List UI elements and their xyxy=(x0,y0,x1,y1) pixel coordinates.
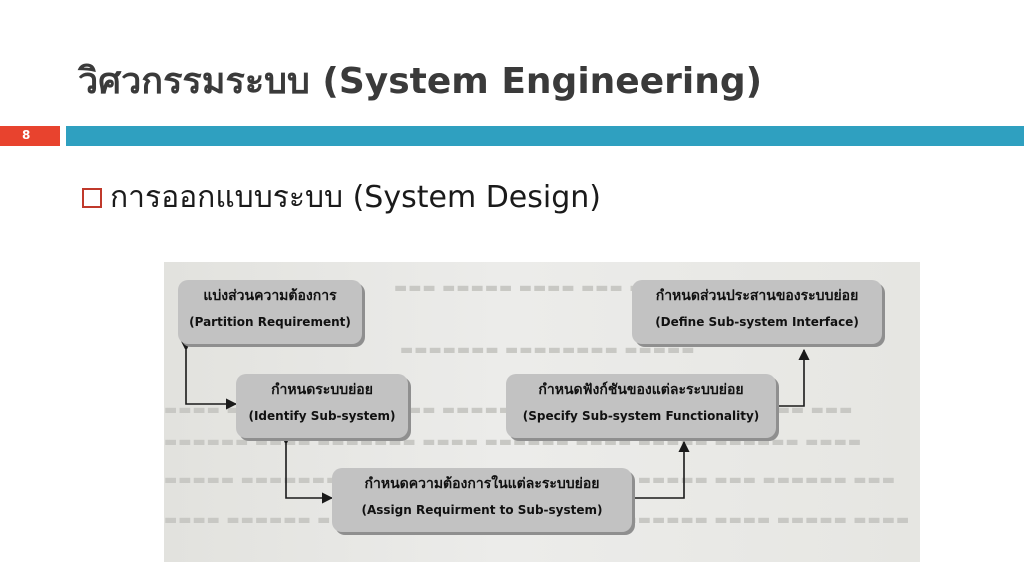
arrow-specify-define xyxy=(765,348,810,412)
node-assign-requirement: กำหนดความต้องการในแต่ละระบบย่อย (Assign … xyxy=(332,468,632,532)
node-english-label: (Identify Sub-system) xyxy=(248,409,396,423)
node-thai-label: กำหนดฟังก์ชันของแต่ละระบบย่อย xyxy=(538,382,744,398)
node-thai-label: กำหนดความต้องการในแต่ละระบบย่อย xyxy=(364,476,600,492)
bullet-item: การออกแบบระบบ (System Design) xyxy=(82,174,601,221)
system-design-diagram: ▬▬▬ ▬▬▬▬▬ ▬▬▬▬ ▬▬▬ ▬▬▬▬▬▬ ▬▬▬▬▬▬▬ ▬▬▬▬▬▬… xyxy=(164,262,920,562)
arrow-assign-specify xyxy=(621,440,690,504)
arrow-partition-identify xyxy=(180,339,238,410)
node-english-label: (Assign Requirment to Sub-system) xyxy=(361,503,603,517)
page-number-bar xyxy=(0,126,60,146)
scan-texture: ▬▬▬▬▬▬▬ ▬▬▬▬▬▬▬▬ ▬▬▬▬▬ xyxy=(400,342,696,358)
slide-title: วิศวกรรมระบบ (System Engineering) xyxy=(78,61,763,102)
node-english-label: (Define Sub-system Interface) xyxy=(655,315,859,329)
node-identify-subsystem: กำหนดระบบย่อย (Identify Sub-system) xyxy=(236,374,408,438)
node-define-interface: กำหนดส่วนประสานของระบบย่อย (Define Sub-s… xyxy=(632,280,882,344)
bullet-text: การออกแบบระบบ (System Design) xyxy=(110,180,601,215)
node-english-label: (Specify Sub-system Functionality) xyxy=(522,409,760,423)
node-partition-requirement: แบ่งส่วนความต้องการ (Partition Requireme… xyxy=(178,280,362,344)
title-divider-bar xyxy=(66,126,1024,146)
square-bullet-icon xyxy=(82,187,102,208)
node-specify-functionality: กำหนดฟังก์ชันของแต่ละระบบย่อย (Specify S… xyxy=(506,374,776,438)
node-thai-label: แบ่งส่วนความต้องการ xyxy=(203,288,337,304)
node-english-label: (Partition Requirement) xyxy=(189,315,351,329)
diagram-arrows xyxy=(180,339,810,504)
node-thai-label: กำหนดระบบย่อย xyxy=(271,382,373,398)
page-number: 8 xyxy=(22,128,31,142)
node-thai-label: กำหนดส่วนประสานของระบบย่อย xyxy=(655,288,859,304)
arrow-identify-assign xyxy=(280,433,334,504)
